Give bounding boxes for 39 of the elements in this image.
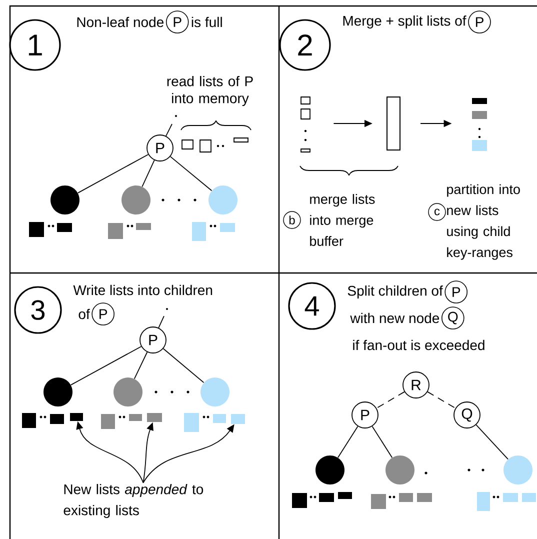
heading-text: if fan-out is exceeded [353, 340, 484, 350]
connector-line [134, 352, 148, 380]
heading-text: with new node [350, 312, 440, 324]
connector-line [162, 348, 204, 383]
list-box [70, 413, 83, 421]
list-stack-drawing [300, 96, 310, 152]
connector-line [170, 156, 212, 192]
caption-text: partition into new lists using child key-ranges [447, 184, 520, 260]
annotation-text: New lists appended to existing lists [64, 484, 204, 518]
connector-line [337, 426, 358, 458]
connector-line [142, 160, 155, 188]
connector-line [427, 391, 456, 409]
child-node-circle [208, 186, 238, 214]
child-node-circle [122, 186, 150, 214]
heading-text: Split children of [348, 285, 443, 299]
child-node-circle [200, 378, 230, 406]
caption-text: merge lists into merge buffer [310, 194, 375, 246]
connector-line [158, 308, 168, 328]
connector-line [376, 391, 405, 409]
connector-line [77, 154, 149, 194]
list-box [231, 414, 245, 424]
connector-line [166, 115, 177, 136]
list-box [147, 413, 162, 422]
connector-line [70, 346, 142, 386]
connector-line [372, 426, 393, 458]
partitioned-lists-drawing [472, 98, 487, 151]
heading-text: Merge + split lists of [343, 15, 466, 29]
child-node-circle [386, 456, 414, 484]
child-node-circle [114, 378, 142, 406]
connector-line [476, 424, 508, 460]
heading-text: Write lists into children [73, 284, 212, 296]
annotation-text: read lists of P into memory [167, 76, 253, 106]
merge-buffer-box [386, 96, 400, 150]
child-node-circle [50, 186, 80, 214]
heading-text: of [78, 308, 90, 320]
child-node-circle [44, 378, 72, 406]
child-node-circle [504, 456, 532, 484]
heading-text: Non-leaf node [77, 16, 164, 28]
child-node-circle [316, 456, 344, 484]
